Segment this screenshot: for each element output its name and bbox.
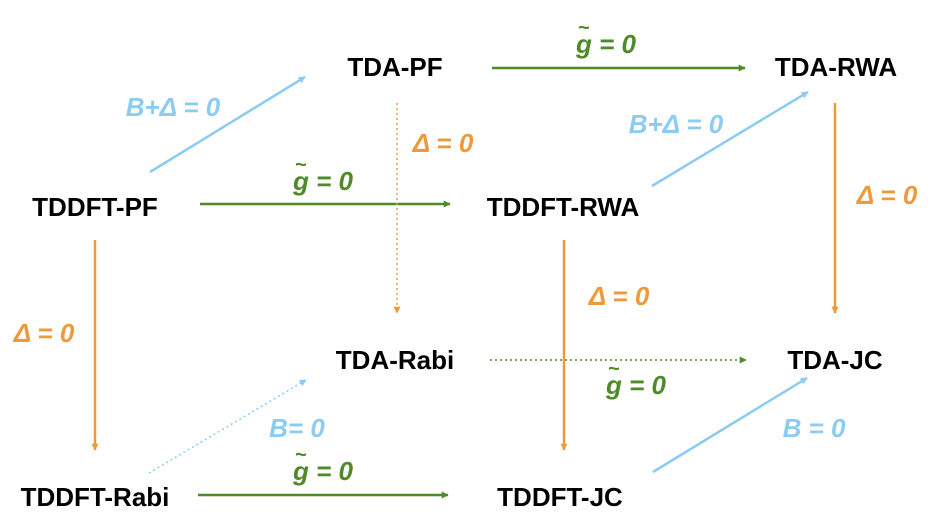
g-tilde-symbol: ~g [293, 154, 309, 196]
label-g-zero-upper-mid: ~g = 0 [293, 154, 353, 196]
label-b-plus-delta-zero-right: B+Δ = 0 [628, 109, 724, 139]
arrow-tddftjc-to-tdajc [652, 376, 808, 474]
g-tilde-symbol: ~g [576, 17, 592, 59]
label-b-zero-right: B = 0 [782, 413, 846, 443]
label-delta-zero-tddft-pf: Δ = 0 [13, 318, 75, 348]
arrow-tddftrwa-to-tdarwa [651, 90, 809, 188]
label-b-plus-delta-zero-left: B+Δ = 0 [125, 92, 221, 122]
label-g-zero-lower-mid: ~g = 0 [606, 358, 666, 400]
arrow-tddftpf-to-tdapf [149, 75, 306, 174]
g-tilde-symbol: ~g [293, 444, 309, 486]
node-tda-rabi: TDA-Rabi [335, 345, 455, 375]
node-tda-rwa: TDA-RWA [774, 52, 898, 82]
node-tda-pf: TDA-PF [347, 52, 443, 82]
arrow-tddftrabi-to-tdarabi [148, 379, 307, 474]
label-delta-zero-tddft-rwa: Δ = 0 [588, 281, 650, 311]
node-tddft-rabi: TDDFT-Rabi [20, 482, 170, 512]
label-delta-zero-tda-pf: Δ = 0 [412, 128, 474, 158]
node-tddft-rwa: TDDFT-RWA [486, 192, 640, 222]
node-tda-jc: TDA-JC [787, 345, 883, 375]
node-tddft-jc: TDDFT-JC [497, 482, 623, 512]
g-tilde-symbol: ~g [606, 358, 622, 400]
label-g-zero-bottom: ~g = 0 [293, 444, 353, 486]
label-delta-zero-tda-rwa: Δ = 0 [856, 180, 918, 210]
label-g-zero-top: ~g = 0 [576, 17, 636, 59]
node-tddft-pf: TDDFT-PF [32, 192, 158, 222]
label-b-zero-left: B= 0 [269, 413, 325, 443]
